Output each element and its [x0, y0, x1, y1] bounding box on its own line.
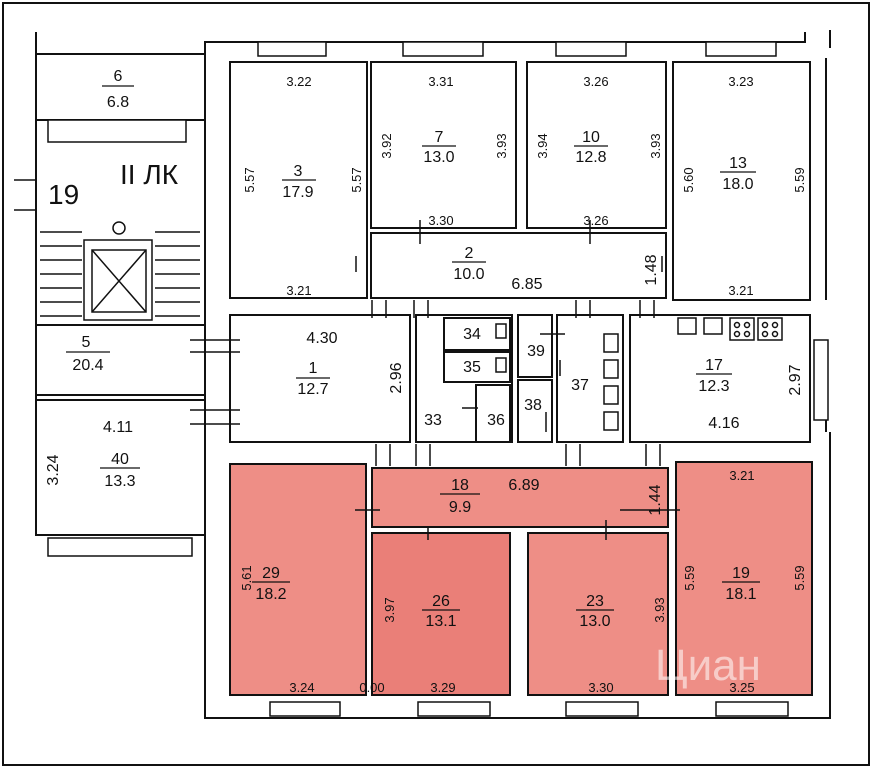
dim-10-bottom: 3.26 [583, 213, 608, 228]
dim-18-length: 6.89 [508, 477, 539, 494]
dim-29-left: 5.61 [239, 565, 254, 590]
room-37-number: 37 [571, 377, 589, 394]
room-3-number: 3 [294, 163, 303, 180]
room-19-area: 18.1 [725, 586, 756, 603]
room-1-area: 12.7 [297, 381, 328, 398]
room-36-number: 36 [487, 412, 505, 429]
watermark-logo: Циан [655, 641, 761, 690]
room-5-number: 5 [82, 334, 91, 351]
dim-17-bottom: 4.16 [708, 415, 739, 432]
room-19-number[interactable]: 19 [732, 565, 750, 582]
dim-19-bottom: 3.25 [729, 680, 754, 695]
door-marks [190, 220, 680, 540]
room-2-number: 2 [465, 245, 474, 262]
dim-7-right: 3.93 [494, 133, 509, 158]
dim-3-right: 5.57 [349, 167, 364, 192]
dim-13-right: 5.59 [792, 167, 807, 192]
dim-26-left: 3.97 [382, 597, 397, 622]
dim-18-width: 1.44 [647, 484, 664, 515]
room-6-area: 6.8 [107, 94, 129, 111]
room-1-number: 1 [309, 360, 318, 377]
room-34-number: 34 [463, 326, 481, 343]
fixtures [495, 317, 783, 431]
dim-7-left: 3.92 [379, 133, 394, 158]
dim-13-bottom: 3.21 [728, 283, 753, 298]
room-2-area: 10.0 [453, 266, 484, 283]
dim-40-left: 3.24 [45, 454, 62, 485]
dim-3-left: 5.57 [242, 167, 257, 192]
room-10-number: 10 [582, 129, 600, 146]
dim-29-bottom: 3.24 [289, 680, 314, 695]
room-26-number[interactable]: 26 [432, 593, 450, 610]
dim-13-top: 3.23 [728, 74, 753, 89]
dim-10-right: 3.93 [648, 133, 663, 158]
dim-23-bottom: 3.30 [588, 680, 613, 695]
dim-26-bottom: 3.29 [430, 680, 455, 695]
dim-29-corner: 0.00 [359, 680, 384, 695]
room-40-number: 40 [111, 451, 129, 468]
room-18-fill[interactable] [372, 468, 668, 527]
room-3-area: 17.9 [282, 184, 313, 201]
dim-1-right: 2.96 [388, 362, 405, 393]
room-10-area: 12.8 [575, 149, 606, 166]
room-5-area: 20.4 [72, 357, 103, 374]
room-18-number: 18 [451, 477, 469, 494]
dim-23-right: 3.93 [652, 597, 667, 622]
room-19-fill[interactable] [676, 462, 812, 695]
dim-3-bottom: 3.21 [286, 283, 311, 298]
room-13-area: 18.0 [722, 176, 753, 193]
room-40-area: 13.3 [104, 473, 135, 490]
dim-2-length: 6.85 [511, 276, 542, 293]
dim-17-right: 2.97 [787, 364, 804, 395]
room-26-area: 13.1 [425, 613, 456, 630]
room-7-number: 7 [435, 129, 444, 146]
dim-13-left: 5.60 [681, 167, 696, 192]
room-23-fill[interactable] [528, 533, 668, 695]
room-6-number: 6 [114, 68, 123, 85]
room-23-number[interactable]: 23 [586, 593, 604, 610]
dim-19-right: 5.59 [792, 565, 807, 590]
room-38-number: 38 [524, 397, 542, 414]
dim-10-left: 3.94 [535, 133, 550, 158]
room-29-fill[interactable] [230, 464, 366, 695]
walls [35, 30, 831, 719]
room-18-area: 9.9 [449, 499, 471, 516]
windows [47, 41, 829, 717]
dim-1-top: 4.30 [306, 330, 337, 347]
dim-3-top: 3.22 [286, 74, 311, 89]
room-17-area: 12.3 [698, 378, 729, 395]
label-rules [66, 85, 760, 611]
room-17-number: 17 [705, 357, 723, 374]
room-29-area: 18.2 [255, 586, 286, 603]
dim-40-top: 4.11 [103, 419, 133, 436]
stair-mark-label: II ЛК [120, 159, 179, 190]
stair-number-label: 19 [48, 179, 79, 210]
dim-7-bottom: 3.30 [428, 213, 453, 228]
room-7-area: 13.0 [423, 149, 454, 166]
dim-19-left: 5.59 [682, 565, 697, 590]
dim-2-width: 1.48 [643, 254, 660, 285]
room-29-number[interactable]: 29 [262, 565, 280, 582]
room-33-number: 33 [424, 412, 442, 429]
stairs [14, 179, 200, 321]
room-13-number: 13 [729, 155, 747, 172]
room-35-number: 35 [463, 359, 481, 376]
dim-7-top: 3.31 [428, 74, 453, 89]
room-39-number: 39 [527, 343, 545, 360]
dim-19-top: 3.21 [729, 468, 754, 483]
room-23-area: 13.0 [579, 613, 610, 630]
room-26-fill[interactable] [372, 533, 510, 695]
dim-10-top: 3.26 [583, 74, 608, 89]
